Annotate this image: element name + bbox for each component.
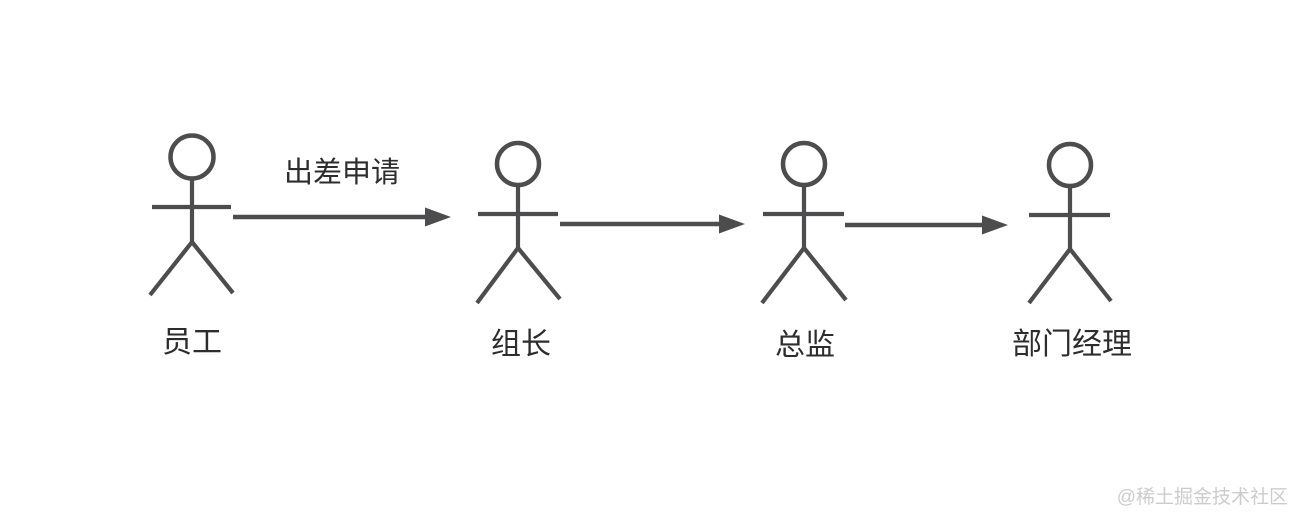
arrow-label-business-trip-request: 出差申请 xyxy=(284,156,400,189)
actor-head-icon xyxy=(780,140,828,188)
actor-figure-manager xyxy=(1027,141,1113,305)
actor-right-leg-icon xyxy=(1068,247,1113,303)
actor-right-leg-icon xyxy=(190,240,235,295)
actor-right-leg-icon xyxy=(802,246,848,302)
watermark-text: @稀土掘金技术社区 xyxy=(1117,486,1288,508)
actor-figure-teamleader xyxy=(475,140,562,305)
actor-figure-director xyxy=(760,140,848,305)
actor-head-icon xyxy=(168,133,216,181)
actor-left-leg-icon xyxy=(1027,247,1072,305)
arrow-head-icon xyxy=(719,214,745,234)
arrow-employee-to-teamleader xyxy=(233,207,451,227)
actor-left-leg-icon xyxy=(475,246,520,305)
actor-head-icon xyxy=(1046,141,1094,189)
actor-left-leg-icon xyxy=(760,246,806,305)
actor-right-leg-icon xyxy=(516,246,562,301)
actor-left-leg-icon xyxy=(148,240,194,297)
actor-label-teamleader: 组长 xyxy=(491,328,551,361)
actor-head-icon xyxy=(494,140,542,188)
actor-label-director: 总监 xyxy=(775,329,835,362)
arrow-teamleader-to-director xyxy=(560,214,745,234)
arrow-head-icon xyxy=(425,207,451,227)
actor-figure-employee xyxy=(148,133,235,297)
arrow-head-icon xyxy=(982,215,1008,235)
actor-label-employee: 员工 xyxy=(162,326,222,359)
arrow-director-to-manager xyxy=(845,215,1008,235)
actor-label-manager: 部门经理 xyxy=(1012,328,1132,361)
